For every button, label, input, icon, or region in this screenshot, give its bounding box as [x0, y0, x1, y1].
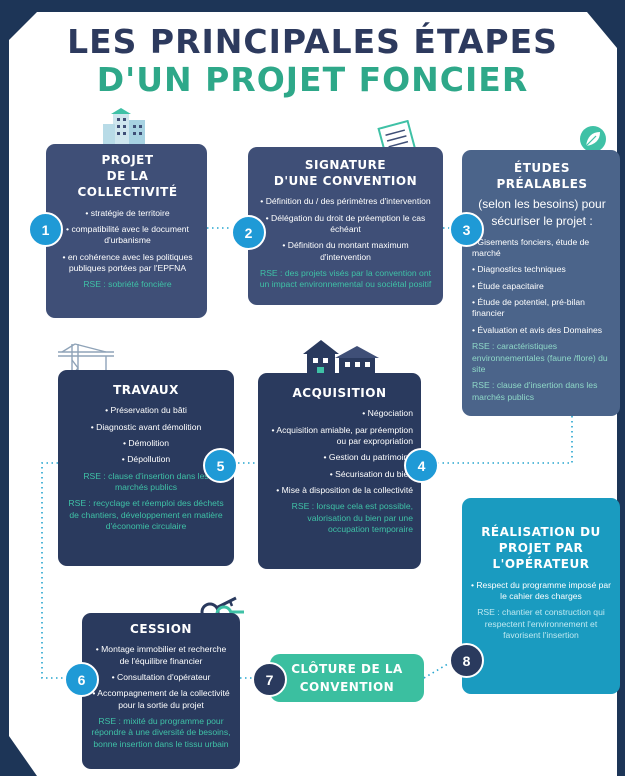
step7-number-badge: 7 — [252, 662, 287, 697]
list-item: Respect du programme imposé par le cahie… — [470, 580, 612, 603]
step4-card: ACQUISITION Négociation Acquisition amia… — [258, 373, 421, 569]
step5-list: Préservation du bâti Diagnostic avant dé… — [66, 405, 226, 465]
step8-rse: RSE : chantier et construction qui respe… — [477, 607, 605, 640]
page-title-line2: D'UN PROJET FONCIER — [96, 60, 529, 99]
step6-number-badge: 6 — [64, 662, 99, 697]
list-item: stratégie de territoire — [56, 208, 199, 219]
step5-rse-1: RSE : clause d'insertion dans les marché… — [83, 470, 209, 492]
step2-list: Définition du / des périmètres d'interve… — [256, 196, 435, 263]
step8-number-badge: 8 — [449, 643, 484, 678]
step2-rse: RSE : des projets visés par la conventio… — [259, 268, 432, 290]
list-item: Accompagnement de la collectivité pour l… — [90, 688, 232, 711]
step3-rse-1: RSE : caractéristiques environnementales… — [472, 341, 608, 374]
step3-subtitle: (selon les besoins) pour sécuriser le pr… — [478, 197, 606, 228]
step5-card: TRAVAUX Préservation du bâti Diagnostic … — [58, 370, 234, 566]
step8-list: Respect du programme imposé par le cahie… — [470, 580, 612, 603]
step2-card: SIGNATURE D'UNE CONVENTION Définition du… — [248, 147, 443, 305]
list-item: Définition du montant maximum d'interven… — [256, 240, 435, 263]
step1-rse: RSE : sobriété foncière — [83, 279, 172, 290]
connector-3-4 — [436, 416, 573, 464]
step5-rse-2: RSE : recyclage et réemploi des déchets … — [68, 498, 224, 531]
step1-title-line2: DE LA COLLECTIVITÉ — [77, 169, 178, 200]
corner-decoration — [9, 12, 37, 40]
step4-list: Négociation Acquisition amiable, par pré… — [266, 408, 413, 496]
step6-list: Montage immobilier et recherche de l'équ… — [90, 644, 232, 711]
list-item: Montage immobilier et recherche de l'équ… — [90, 644, 232, 667]
list-item: Définition du / des périmètres d'interve… — [256, 196, 435, 207]
step6-title: CESSION — [130, 622, 192, 636]
step7-title-line1: CLÔTURE DE LA — [291, 662, 403, 676]
step5-number-badge: 5 — [203, 448, 238, 483]
step2-title-line2: D'UNE CONVENTION — [273, 174, 418, 189]
step3-list: Gisements fonciers, étude de marché Diag… — [472, 237, 612, 336]
list-item: Diagnostics techniques — [472, 264, 612, 275]
step4-rse: RSE : lorsque cela est possible, valoris… — [291, 501, 413, 534]
step3-card: ÉTUDES PRÉALABLES (selon les besoins) po… — [462, 150, 620, 416]
step3-number-badge: 3 — [449, 212, 484, 247]
step3-rse-2: RSE : clause d'insertion dans les marché… — [472, 380, 598, 402]
list-item: Délégation du droit de préemption le cas… — [256, 213, 435, 236]
list-item: Dépollution — [66, 454, 226, 465]
step4-title: ACQUISITION — [292, 386, 387, 400]
list-item: Démolition — [66, 438, 226, 449]
step1-number-badge: 1 — [28, 212, 63, 247]
list-item: Étude capacitaire — [472, 281, 612, 292]
step8-title-line1: RÉALISATION DU — [481, 525, 601, 539]
list-item: Diagnostic avant démolition — [66, 422, 226, 433]
connector-5-6 — [41, 462, 82, 679]
step2-number-badge: 2 — [231, 215, 266, 250]
step3-title: ÉTUDES PRÉALABLES — [496, 161, 588, 192]
list-item: Sécurisation du bien — [266, 469, 413, 480]
list-item: Gisements fonciers, étude de marché — [472, 237, 612, 260]
page-title-line1: LES PRINCIPALES ÉTAPES — [67, 22, 558, 61]
houses-icon — [303, 338, 379, 381]
city-building-icon — [103, 108, 147, 149]
step4-number-badge: 4 — [404, 448, 439, 483]
list-item: Évaluation et avis des Domaines — [472, 325, 612, 336]
list-item: Mise à disposition de la collectivité — [266, 485, 413, 496]
step1-title-line1: PROJET — [101, 153, 154, 167]
list-item: Préservation du bâti — [66, 405, 226, 416]
step7-card: CLÔTURE DE LA CONVENTION — [270, 654, 424, 702]
corner-decoration — [9, 736, 37, 776]
step5-title: TRAVAUX — [113, 383, 179, 397]
step6-card: CESSION Montage immobilier et recherche … — [82, 613, 240, 769]
list-item: Étude de potentiel, pré-bilan financier — [472, 297, 612, 320]
list-item: Consultation d'opérateur — [90, 672, 232, 683]
list-item: en cohérence avec les politiques publiqu… — [56, 252, 199, 275]
step6-rse: RSE : mixité du programme pour répondre … — [91, 715, 231, 749]
step1-card: PROJET DE LA COLLECTIVITÉ stratégie de t… — [46, 144, 207, 318]
step2-title-line1: SIGNATURE — [304, 158, 387, 172]
step8-card: RÉALISATION DU PROJET PAR L'OPÉRATEUR Re… — [462, 498, 620, 694]
list-item: Acquisition amiable, par préemption ou p… — [266, 425, 413, 448]
step8-title-line3: L'OPÉRATEUR — [492, 557, 590, 572]
leaf-icon — [578, 124, 608, 159]
list-item: Négociation — [266, 408, 413, 419]
list-item: compatibilité avec le document d'urbanis… — [56, 224, 199, 247]
step1-list: stratégie de territoire compatibilité av… — [56, 208, 199, 275]
step7-title-line2: CONVENTION — [299, 680, 395, 694]
step8-title-line2: PROJET PAR — [498, 541, 584, 556]
list-item: Gestion du patrimoine — [266, 452, 413, 463]
corner-decoration — [587, 12, 617, 48]
